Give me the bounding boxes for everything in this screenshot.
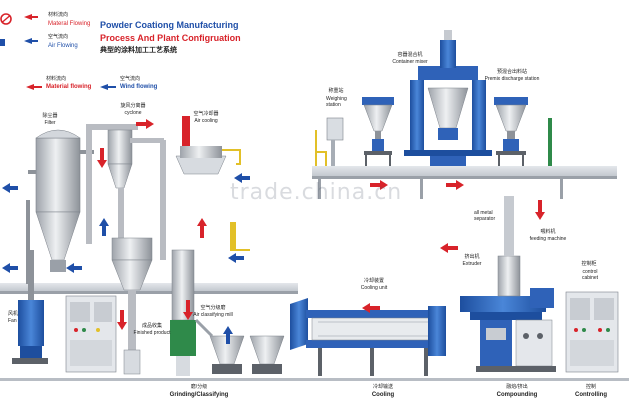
collection-hoppers	[194, 318, 285, 374]
flow-arrows	[2, 119, 545, 344]
control-panel-left	[65, 295, 117, 373]
label-feeding-en: feeding machine	[529, 236, 567, 242]
material-arrow-icon	[26, 84, 42, 90]
extruder-unit	[460, 196, 556, 372]
logo-icon	[0, 13, 12, 25]
duct-network	[86, 116, 190, 260]
weighing-station	[315, 117, 344, 166]
wind-arrow-icon	[100, 84, 116, 90]
label-fan-en: Fan	[8, 318, 17, 324]
label-mixer-en: Container mixer	[392, 59, 428, 65]
stage-compounding-en: Compounding	[496, 392, 538, 398]
label-cyclone-cn: 旋风分离器	[120, 103, 146, 109]
air-arrow-icon	[24, 38, 38, 44]
label-control-en: control cabinet	[581, 269, 599, 281]
legend2-material-cn: 材料流向	[46, 76, 67, 82]
title-chinese: 典型的涂料加工工艺系统	[100, 47, 177, 54]
legend-material-cn: 材料流向	[48, 12, 69, 18]
label-cooling-unit-en: Cooling unit	[360, 285, 388, 291]
stage-grinding-cn: 磨/分级	[190, 384, 208, 390]
stage-compounding-cn: 融熔/挤出	[506, 384, 528, 390]
fan-unit	[12, 250, 48, 364]
label-cyclone-en: cyclone	[124, 110, 142, 116]
title-line-1: Powder Coationg Manufacturing	[100, 20, 239, 30]
watermark: trade.china.cn	[230, 180, 403, 205]
stage-cooling-cn: 冷却输送	[372, 384, 394, 390]
upper-platform	[312, 166, 617, 199]
label-acm-cn: 空气分级磨	[200, 305, 226, 311]
label-finished-en: Finished product	[133, 330, 171, 336]
label-cooling-unit-cn: 冷却装置	[363, 278, 385, 284]
legend2-wind-cn: 空气流向	[120, 76, 141, 82]
stage-grinding-en: Grinding/Classifying	[169, 392, 229, 398]
cooling-belt	[290, 298, 446, 376]
label-acm-en: Air classifying mill	[193, 312, 233, 318]
label-filter-en: Filter	[44, 120, 56, 126]
label-feeding-cn: 喂料机	[540, 229, 556, 235]
container-mixer	[404, 30, 492, 166]
lower-platform	[0, 283, 298, 294]
legend-air-en: Air Flowing	[48, 43, 78, 49]
label-filter-cn: 除尘器	[42, 113, 58, 119]
label-mixer-cn: 容器混合机	[397, 52, 423, 58]
filter-unit	[26, 129, 94, 284]
ground-line	[0, 378, 629, 381]
label-finished-cn: 成品收集	[141, 323, 163, 329]
legend-air-cn: 空气流向	[48, 34, 69, 40]
label-weighing-cn: 称重站	[328, 88, 344, 94]
label-premix-en: Premix discharge station	[484, 76, 540, 82]
label-fan-cn: 风机	[8, 311, 19, 317]
blue-mark-icon	[0, 39, 5, 46]
label-weighing-en: Weighing station	[326, 96, 347, 108]
hopper-left	[362, 97, 394, 166]
legend2-wind-en: Wind flowing	[120, 84, 158, 90]
stage-cooling-en: Cooling	[371, 392, 395, 398]
title-line-2: Process And Plant Configruation	[100, 33, 241, 43]
label-extruder-en: Extruder	[462, 261, 482, 267]
label-aircooling-en: Air cooling	[194, 118, 218, 124]
label-premix-cn: 预混合出料站	[496, 69, 528, 75]
air-cooler	[175, 146, 241, 175]
label-separator: all metal separator	[474, 210, 496, 222]
green-post	[548, 118, 552, 166]
stage-controlling-en: Controlling	[575, 392, 607, 398]
label-extruder-cn: 挤出机	[464, 254, 480, 260]
mill-cyclone	[111, 237, 153, 375]
premix-hopper	[494, 97, 528, 166]
legend-material-en: Materal Flowing	[48, 21, 91, 27]
label-control-cn: 控制柜	[581, 261, 597, 267]
stage-controlling-cn: 控制	[585, 384, 597, 390]
control-cabinet	[565, 291, 619, 373]
material-arrow-icon	[24, 14, 38, 20]
legend2-material-en: Material flowing	[46, 84, 92, 90]
label-aircooling-cn: 空气冷却器	[193, 111, 219, 117]
